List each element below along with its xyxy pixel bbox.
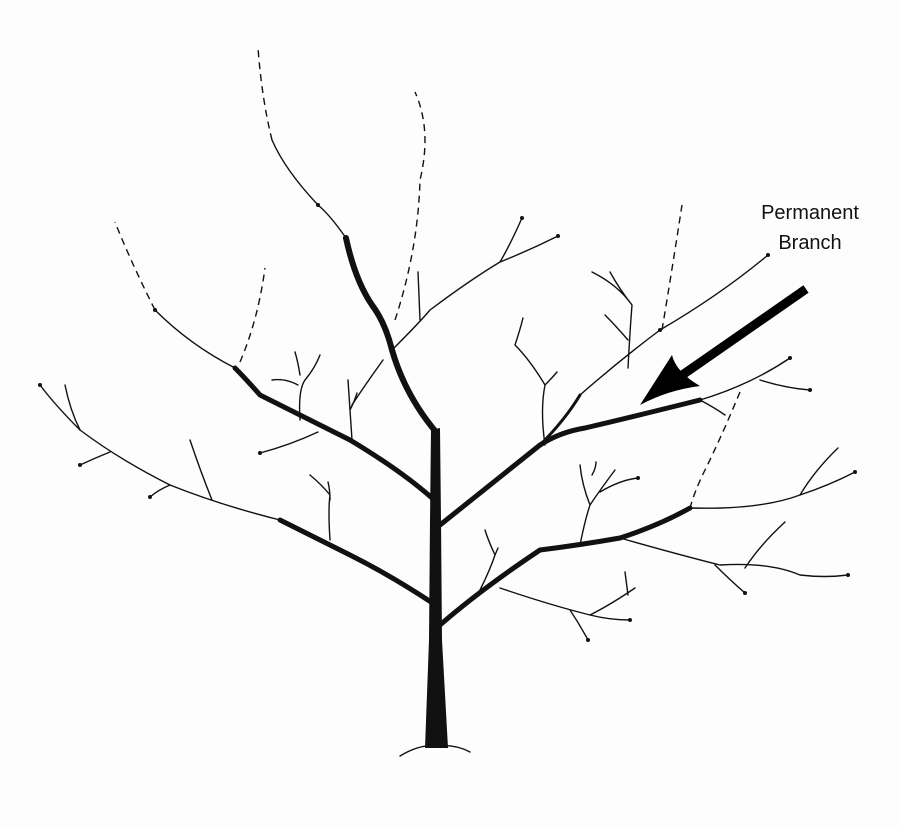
twig [149, 484, 171, 498]
left-lower-scaffold [277, 517, 434, 605]
twig [699, 379, 811, 416]
bud-markers [38, 203, 857, 642]
pruned-tip [689, 391, 741, 509]
twig [479, 529, 499, 591]
right-lower-scaffold [437, 505, 693, 628]
leader-side-branch [391, 217, 523, 351]
twig [64, 384, 81, 431]
twig [309, 474, 331, 541]
twig [514, 317, 558, 446]
pruned-tip [394, 91, 426, 321]
pruned-tip [257, 47, 273, 141]
pruned-tip [239, 267, 266, 363]
twig [347, 379, 358, 441]
left-upper-scaffold [232, 365, 435, 501]
twig [271, 351, 321, 421]
right-lower-scaffold-tip [689, 471, 856, 509]
leader-twig [417, 271, 421, 321]
twig [189, 439, 213, 501]
right-upper-leader [538, 393, 582, 447]
pruned-tip [114, 221, 156, 311]
permanent-branch-label: Permanent Branch [735, 198, 885, 258]
twig [799, 447, 839, 496]
right-upper-scaffold [437, 397, 703, 528]
central-leader-tip [271, 139, 347, 239]
pruned-tip [661, 204, 683, 331]
central-leader [343, 235, 439, 435]
twig [259, 431, 319, 454]
arrow-shaft [675, 285, 809, 382]
arrow-head-icon [640, 355, 700, 405]
label-line-2: Branch [778, 232, 842, 254]
permanent-branch-tip [699, 357, 791, 401]
twig [79, 451, 111, 466]
twig [499, 571, 636, 641]
left-lower-scaffold-tip [39, 384, 281, 521]
left-upper-scaffold-tip [154, 309, 236, 369]
twig [579, 461, 639, 546]
trunk [425, 428, 448, 748]
leader-side-twig [499, 235, 559, 263]
leader-twig [351, 359, 384, 406]
twig [619, 521, 849, 594]
twig [591, 271, 633, 369]
label-line-1: Permanent [761, 202, 859, 224]
